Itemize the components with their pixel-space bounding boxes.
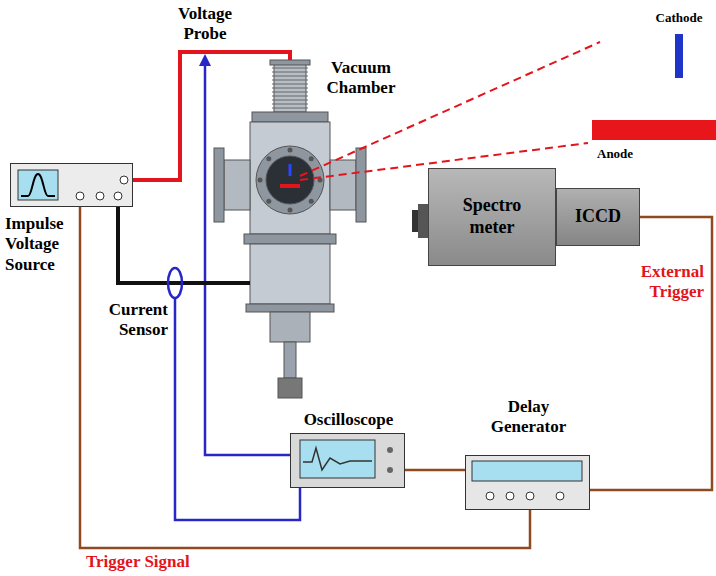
pulse-curve <box>21 174 55 196</box>
spectrometer-box: Spectro meter <box>428 168 556 266</box>
ridge <box>272 84 308 85</box>
device-body <box>10 163 133 207</box>
anode-small <box>280 184 300 188</box>
ridge <box>272 76 308 77</box>
sensor-label: Current Sensor <box>98 300 168 341</box>
terminal <box>486 492 494 500</box>
hv-wire <box>133 52 290 180</box>
ridge <box>272 108 308 109</box>
bolt <box>266 199 271 204</box>
ridge <box>272 68 308 69</box>
delay-generator-device <box>465 455 590 510</box>
spectrometer-lens <box>412 210 418 232</box>
vacuum-chamber-drawing <box>214 60 366 398</box>
oscilloscope-device <box>290 433 405 488</box>
bolt <box>266 156 271 161</box>
cathode-small <box>289 164 292 176</box>
node-label: Vacuum Chamber <box>315 58 407 99</box>
probe-label: Voltage Probe <box>167 4 243 45</box>
device-body <box>290 433 405 488</box>
cathode-bar: Cathode <box>675 34 683 78</box>
voltage-probe-wire <box>205 64 290 455</box>
current-sensor-wire <box>175 298 300 520</box>
side-port <box>330 160 356 210</box>
ridge <box>272 100 308 101</box>
ridge <box>272 80 308 81</box>
bolts <box>258 148 323 213</box>
terminal <box>556 492 564 500</box>
terminal <box>76 192 84 200</box>
node-label: Spectro meter <box>452 195 532 238</box>
ridge <box>272 104 308 105</box>
bolt <box>309 156 314 161</box>
current-sensor-ring <box>168 268 182 298</box>
ridge <box>272 72 308 73</box>
spectrometer-inlet <box>418 204 428 238</box>
rod <box>284 342 296 378</box>
terminal <box>96 192 104 200</box>
waveform <box>303 448 372 470</box>
anode-bar: Anode <box>592 120 716 140</box>
node-label: Delay Generator <box>488 397 569 438</box>
knob <box>387 467 393 473</box>
device-screen <box>300 440 375 478</box>
bottom-flange <box>246 304 334 312</box>
viewport-flange <box>256 146 324 214</box>
bellows-ridges <box>272 68 308 108</box>
mid-flange <box>244 234 336 244</box>
terminal <box>506 492 514 500</box>
bolt <box>309 199 314 204</box>
node-label: Oscilloscope <box>281 410 416 430</box>
ridge <box>272 88 308 89</box>
signal-label: Trigger Signal <box>86 552 236 572</box>
bolt <box>288 148 293 153</box>
knob <box>278 378 302 398</box>
oscilloscope: Oscilloscope <box>290 433 405 488</box>
scope-trigger-wire <box>405 469 465 472</box>
lower-body <box>250 244 330 304</box>
delay-generator: Delay Generator <box>465 455 590 510</box>
ground-wire <box>118 207 250 283</box>
iccd-box: ICCD <box>556 188 640 246</box>
probe-arrowhead <box>199 54 211 66</box>
knob <box>387 447 393 453</box>
side-flange <box>214 148 224 222</box>
terminal <box>120 176 128 184</box>
node-label: ICCD <box>575 206 621 228</box>
node-label: Anode <box>597 146 657 162</box>
side-flange <box>356 148 366 222</box>
signal-label: External Trigger <box>610 262 704 303</box>
terminal <box>526 492 534 500</box>
device-screen <box>18 170 58 200</box>
ridge <box>272 96 308 97</box>
top-flange <box>252 112 328 122</box>
stand <box>270 312 310 342</box>
ridge <box>272 92 308 93</box>
side-port <box>224 160 250 210</box>
bellows-cap <box>270 60 310 65</box>
bolt <box>258 178 263 183</box>
node-label: Impulse Voltage Source <box>5 214 79 275</box>
device-screen <box>472 461 582 481</box>
impulse-source: Impulse Voltage Source <box>10 163 133 207</box>
source-device <box>10 163 133 207</box>
device-body <box>465 455 590 510</box>
terminal <box>114 192 122 200</box>
bolt <box>288 208 293 213</box>
external-trigger-wire <box>590 217 712 490</box>
vacuum-chamber: Vacuum Chamber <box>250 60 372 400</box>
zoom-line <box>300 42 600 176</box>
node-label: Cathode <box>646 10 712 26</box>
